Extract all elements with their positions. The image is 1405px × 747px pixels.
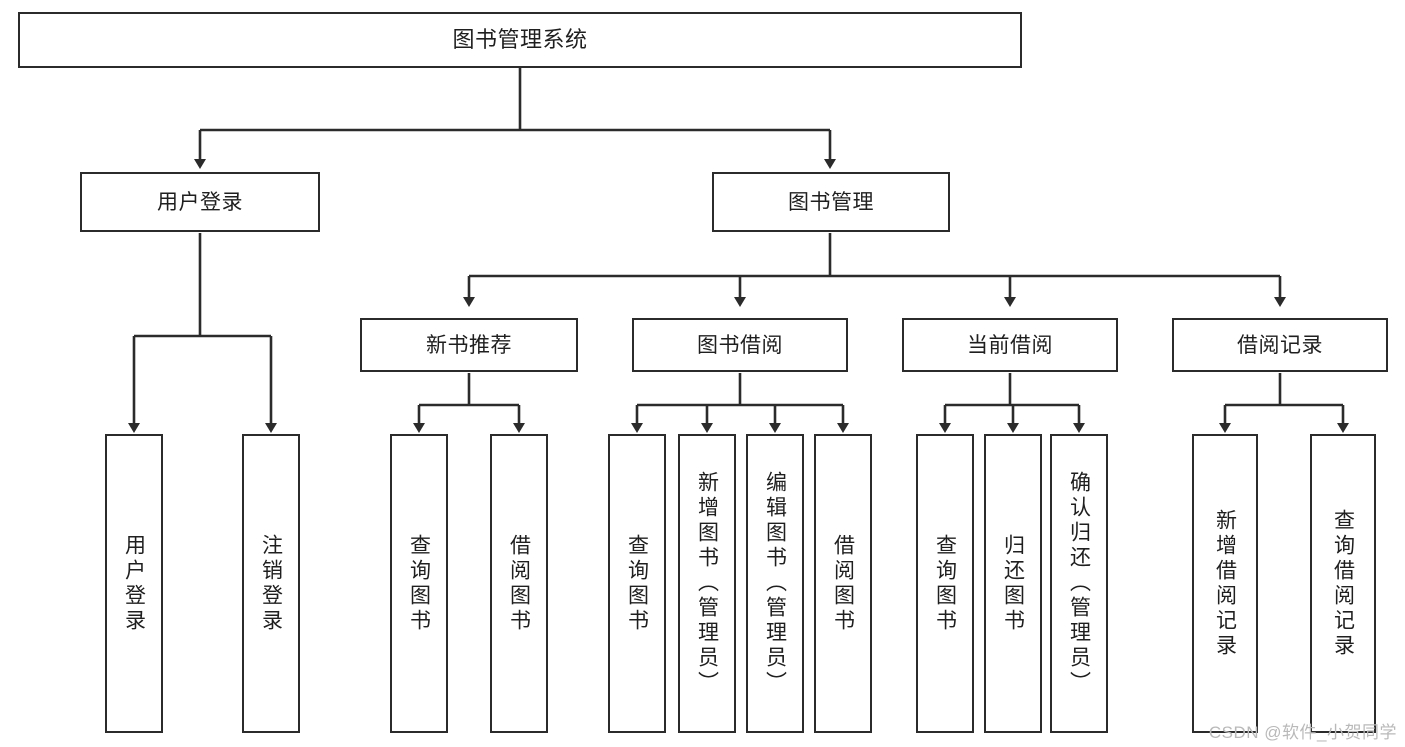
node-user-login[interactable]: 用户登录 [80, 172, 320, 232]
node-label: 当前借阅 [967, 333, 1053, 357]
node-label: 确认归还（管理员） [1067, 471, 1091, 696]
leaf-book-borrow-query-book[interactable]: 查询图书 [608, 434, 666, 733]
node-label: 新增借阅记录 [1213, 508, 1237, 659]
node-label: 借阅图书 [831, 533, 855, 634]
node-label: 注销登录 [259, 533, 283, 634]
node-label: 借阅记录 [1237, 333, 1323, 357]
leaf-current-borrow-query-book[interactable]: 查询图书 [916, 434, 974, 733]
node-root-book-management-system[interactable]: 图书管理系统 [18, 12, 1022, 68]
leaf-user-login-login[interactable]: 用户登录 [105, 434, 163, 733]
node-label: 查询图书 [407, 533, 431, 634]
node-book-management[interactable]: 图书管理 [712, 172, 950, 232]
node-label: 归还图书 [1001, 533, 1025, 634]
leaf-current-borrow-confirm-return-admin[interactable]: 确认归还（管理员） [1050, 434, 1108, 733]
node-label: 借阅图书 [507, 533, 531, 634]
leaf-new-book-query-book[interactable]: 查询图书 [390, 434, 448, 733]
node-current-borrow[interactable]: 当前借阅 [902, 318, 1118, 372]
node-label: 图书管理 [788, 190, 874, 214]
node-label: 查询借阅记录 [1331, 508, 1355, 659]
node-new-book-recommend[interactable]: 新书推荐 [360, 318, 578, 372]
leaf-book-borrow-add-book-admin[interactable]: 新增图书（管理员） [678, 434, 736, 733]
node-label: 新书推荐 [426, 333, 512, 357]
leaf-borrow-record-add-record[interactable]: 新增借阅记录 [1192, 434, 1258, 733]
node-label: 图书借阅 [697, 333, 783, 357]
node-label: 图书管理系统 [452, 27, 588, 52]
leaf-borrow-record-query-record[interactable]: 查询借阅记录 [1310, 434, 1376, 733]
leaf-new-book-borrow-book[interactable]: 借阅图书 [490, 434, 548, 733]
node-label: 查询图书 [933, 533, 957, 634]
node-label: 编辑图书（管理员） [763, 471, 787, 696]
watermark-text: CSDN @软件_小贺同学 [1208, 723, 1397, 742]
node-label: 查询图书 [625, 533, 649, 634]
node-borrow-record[interactable]: 借阅记录 [1172, 318, 1388, 372]
node-book-borrow[interactable]: 图书借阅 [632, 318, 848, 372]
leaf-current-borrow-return-book[interactable]: 归还图书 [984, 434, 1042, 733]
node-label: 新增图书（管理员） [695, 471, 719, 696]
leaf-user-login-logout[interactable]: 注销登录 [242, 434, 300, 733]
node-label: 用户登录 [122, 533, 146, 634]
leaf-book-borrow-edit-book-admin[interactable]: 编辑图书（管理员） [746, 434, 804, 733]
leaf-book-borrow-borrow-book[interactable]: 借阅图书 [814, 434, 872, 733]
node-label: 用户登录 [157, 190, 243, 214]
